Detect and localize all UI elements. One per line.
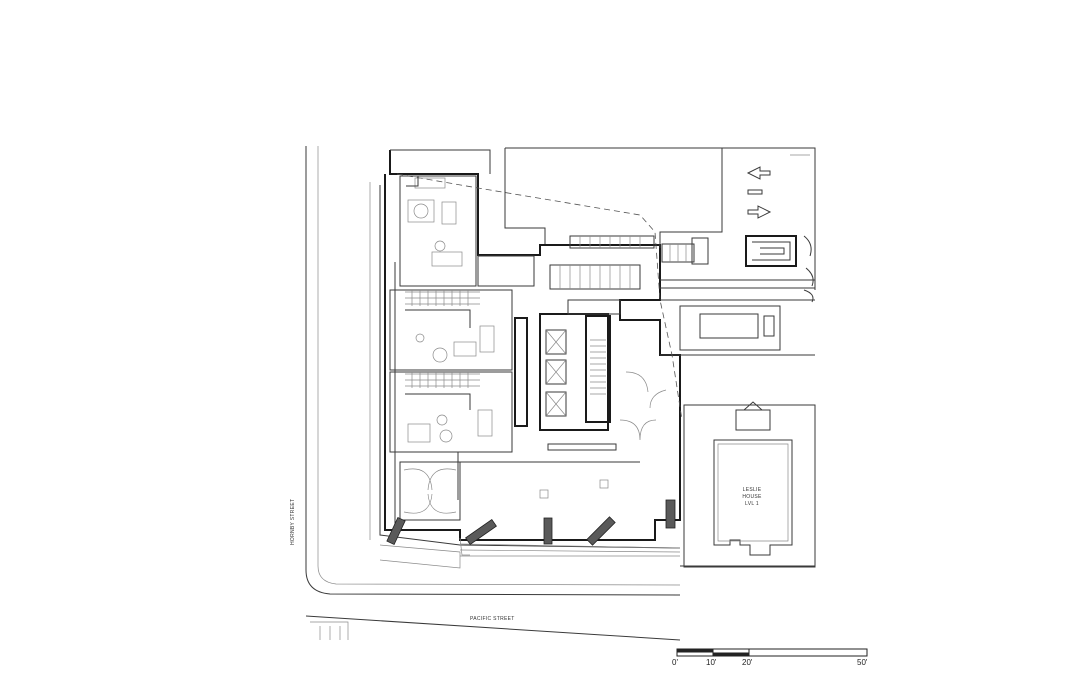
scale-bar: 0' 10' 20' 50': [672, 648, 868, 667]
building-outline: [369, 149, 681, 549]
unit-upper: [399, 175, 535, 287]
unit-lower: [389, 371, 513, 453]
lobby: [379, 371, 681, 569]
unit-middle: [389, 289, 513, 371]
leslie-house-label-3: LVL 1: [745, 501, 759, 507]
pacific-street-label: PACIFIC STREET: [470, 616, 515, 622]
leslie-house: LESLIE HOUSE LVL 1: [683, 401, 816, 568]
scale-tick-50: 50': [857, 658, 868, 667]
planters: [386, 499, 676, 546]
setback-line: [396, 173, 683, 421]
leslie-house-label-2: HOUSE: [742, 494, 762, 500]
hornby-street-label: HORNBY STREET: [290, 499, 296, 545]
scale-tick-10: 10': [706, 658, 717, 667]
loading-area: [504, 147, 816, 356]
scale-tick-20: 20': [742, 658, 753, 667]
street-edges: [305, 146, 815, 641]
ramp-structures: [660, 235, 815, 351]
building-core: [514, 235, 655, 451]
leslie-house-label-1: LESLIE: [743, 487, 762, 493]
scale-tick-0: 0': [672, 658, 678, 667]
